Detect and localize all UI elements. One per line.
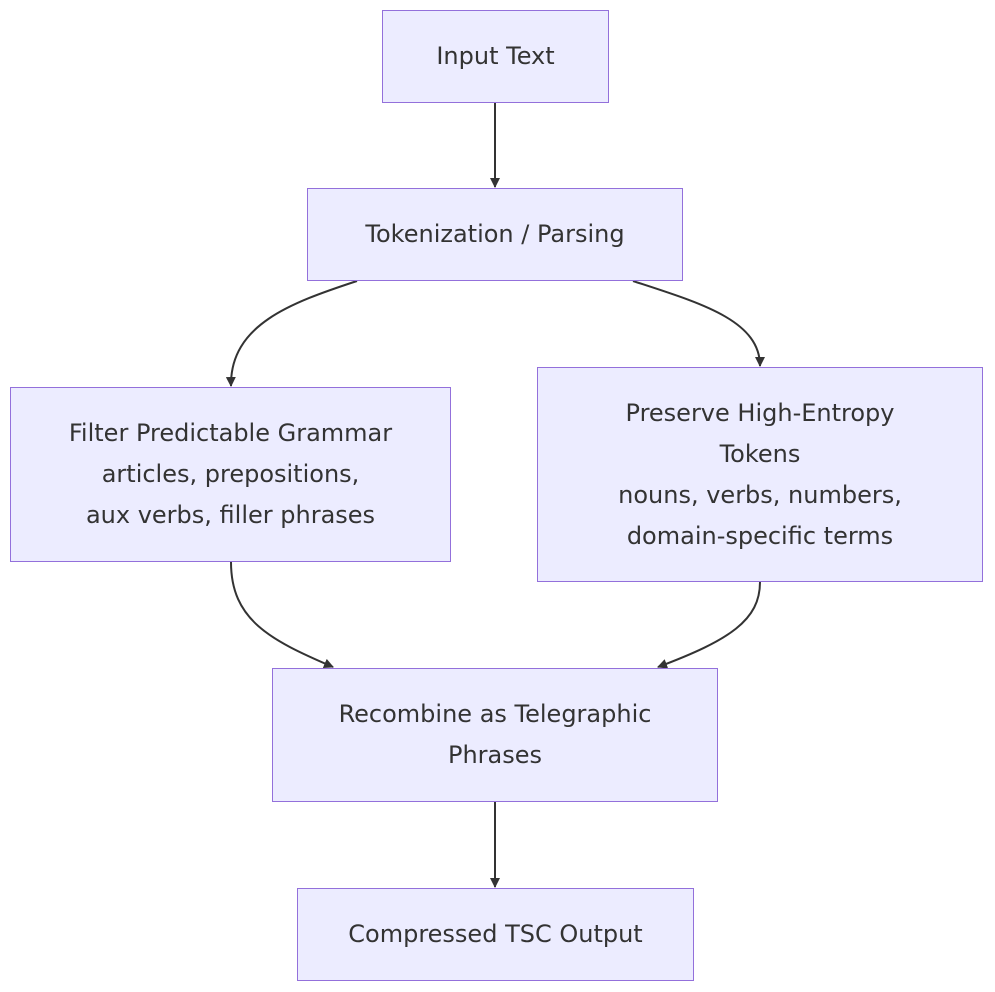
node-filter-detail-2: aux verbs, filler phrases	[85, 501, 376, 529]
node-preserve-high-entropy-tokens: Preserve High-Entropy Tokens nouns, verb…	[537, 367, 983, 582]
node-recombine-title-2: Phrases	[447, 741, 543, 769]
node-filter-detail-1: articles, prepositions,	[101, 460, 360, 488]
node-input-text-label: Input Text	[436, 42, 555, 70]
edge-tokenize-to-preserve	[632, 280, 765, 367]
node-filter-predictable-grammar: Filter Predictable Grammar articles, pre…	[10, 387, 451, 562]
node-tokenization-parsing: Tokenization / Parsing	[307, 188, 683, 281]
node-recombine-telegraphic-phrases: Recombine as Telegraphic Phrases	[272, 668, 718, 802]
node-filter-title: Filter Predictable Grammar	[68, 419, 393, 447]
edge-tokenize-to-filter	[225, 280, 358, 387]
node-input-text: Input Text	[382, 10, 609, 103]
node-recombine-title-1: Recombine as Telegraphic	[338, 700, 652, 728]
edge-filter-to-recombine	[230, 561, 334, 669]
node-preserve-title-2: Tokens	[719, 439, 801, 468]
node-compressed-tsc-output-label: Compressed TSC Output	[348, 920, 643, 948]
node-preserve-title-1: Preserve High-Entropy	[625, 398, 895, 427]
node-preserve-detail-2: domain-specific terms	[626, 521, 894, 550]
edge-preserve-to-recombine	[657, 581, 761, 669]
node-compressed-tsc-output: Compressed TSC Output	[297, 888, 694, 981]
node-tokenization-parsing-label: Tokenization / Parsing	[365, 220, 625, 248]
node-preserve-detail-1: nouns, verbs, numbers,	[618, 480, 902, 509]
